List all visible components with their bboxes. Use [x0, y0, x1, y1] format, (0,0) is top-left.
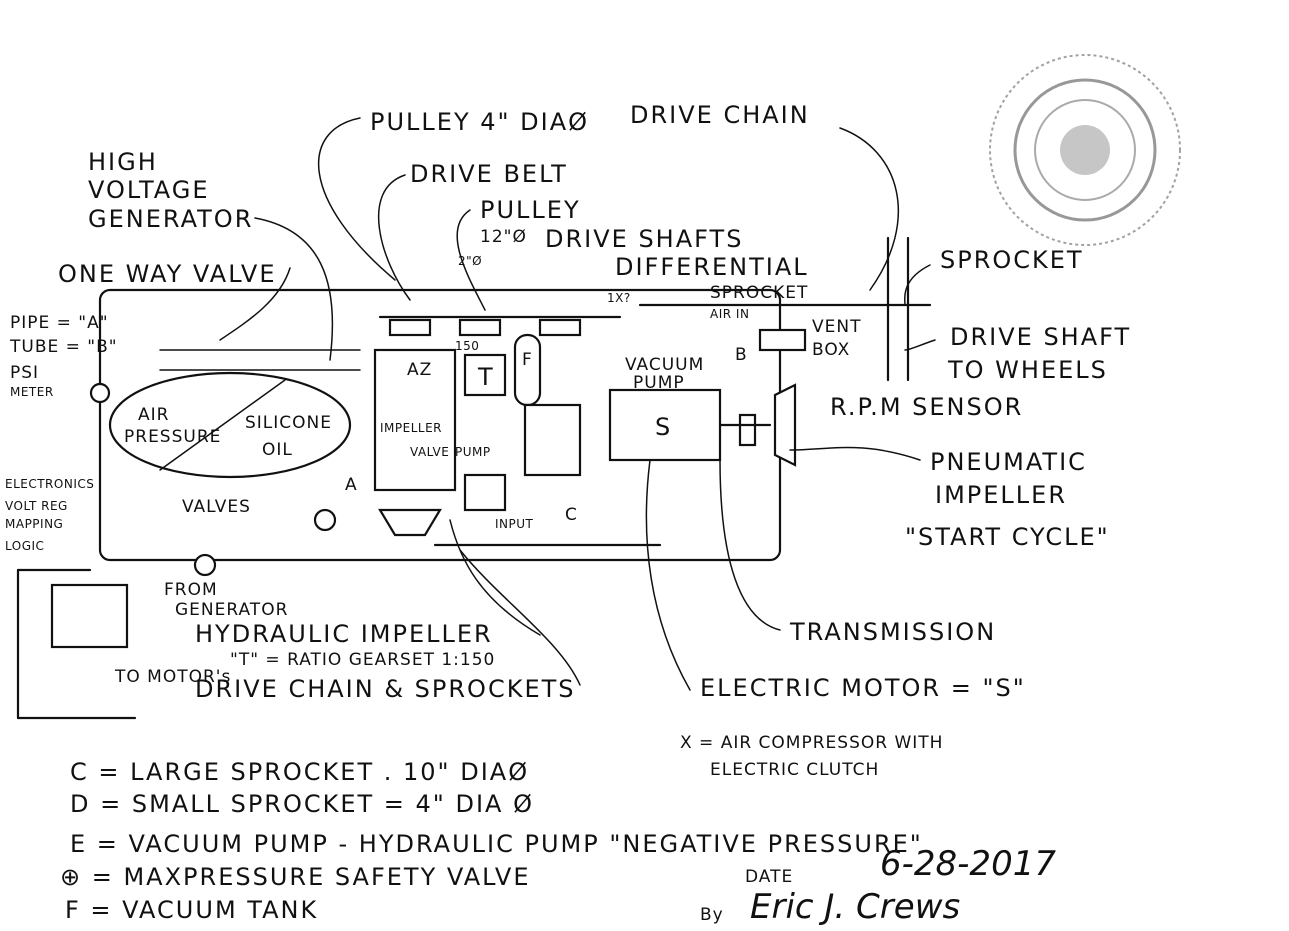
label-to-wheels: TO WHEELS [947, 356, 1108, 384]
label-pneumatic: PNEUMATIC [930, 448, 1087, 476]
label-pipe: PIPE = "A" [10, 313, 109, 333]
label-drive-chain-sprockets: DRIVE CHAIN & SPROCKETS [195, 675, 576, 703]
label-to-motors: TO MOTOR's [114, 667, 231, 687]
pressure-tank [108, 371, 352, 479]
label-transmission: TRANSMISSION [789, 618, 996, 646]
label-s: S [655, 413, 672, 441]
notary-seal-stamp [989, 54, 1181, 246]
label-pulley-12in: 12"Ø [480, 227, 527, 247]
label-vent: VENT [812, 317, 861, 337]
label-f: F [522, 350, 533, 370]
legend-c: C = LARGE SPROCKET . 10" DIAØ [70, 758, 529, 786]
legend-max-pressure: ⊕ = MAXPRESSURE SAFETY VALVE [60, 863, 531, 891]
label-b: B [735, 345, 748, 365]
drive-lines [16, 236, 932, 720]
label-drive-shaft: DRIVE SHAFT [950, 323, 1131, 351]
label-voltage: VOLTAGE [88, 176, 210, 204]
label-sprocket-right: SPROCKET [940, 246, 1084, 274]
date-label: DATE [745, 867, 793, 887]
label-drive-chain: DRIVE CHAIN [630, 101, 810, 129]
signature-name: Eric J. Crews [750, 887, 960, 927]
label-impeller-small: IMPELLER [380, 421, 442, 435]
label-pump-small: PUMP [455, 445, 491, 459]
vent-box [758, 328, 807, 352]
electric-motor-s [608, 388, 722, 462]
label-pressure: PRESSURE [124, 427, 221, 447]
label-electric-motor: ELECTRIC MOTOR = "S" [700, 674, 1026, 702]
label-pulley: PULLEY [480, 196, 581, 224]
legend: C = LARGE SPROCKET . 10" DIAØ D = SMALL … [60, 733, 943, 924]
pulley-box-1 [388, 318, 432, 337]
label-meter: METER [10, 385, 54, 399]
label-high: HIGH [88, 148, 158, 176]
differential-block [523, 403, 582, 477]
label-pump: PUMP [633, 373, 685, 393]
label-1x: 1X? [607, 291, 631, 305]
label-generator: GENERATOR [88, 205, 253, 233]
label-differential: DIFFERENTIAL [615, 253, 809, 281]
label-impeller: IMPELLER [935, 481, 1067, 509]
label-oil: OIL [262, 440, 293, 460]
ratio-gearset-t-upper [463, 353, 507, 397]
signature-block: DATE 6-28-2017 By Eric J. Crews [700, 844, 1056, 927]
legend-f: F = VACUUM TANK [65, 896, 318, 924]
label-mapping: MAPPING [5, 517, 63, 531]
label-rpm-sensor: R.P.M SENSOR [830, 393, 1023, 421]
label-logic: LOGIC [5, 539, 44, 553]
label-ratio-gearset: "T" = RATIO GEARSET 1:150 [230, 650, 495, 670]
label-input: INPUT [495, 517, 534, 531]
ratio-gearset-t-lower [463, 473, 507, 512]
label-valves: VALVES [182, 497, 251, 517]
label-box: BOX [812, 340, 850, 360]
label-one-way-valve: ONE WAY VALVE [58, 260, 277, 288]
battery-box [50, 583, 129, 649]
label-electronics: ELECTRONICS [5, 477, 94, 491]
pulley-box-3 [538, 318, 582, 337]
rpm-sensor-block [738, 413, 757, 447]
label-from: FROM [164, 580, 218, 600]
label-air: AIR [138, 405, 169, 425]
diagram-labels: HIGH VOLTAGE GENERATOR ONE WAY VALVE PIP… [5, 101, 1131, 703]
leader-lines [219, 117, 936, 691]
label-air-in: AIR IN [710, 307, 749, 321]
label-t: T [477, 363, 495, 391]
label-pulley-4in: PULLEY 4" DIAØ [370, 108, 589, 136]
label-start-cycle: "START CYCLE" [905, 523, 1110, 551]
label-silicone: SILICONE [245, 413, 332, 433]
label-drive-belt: DRIVE BELT [410, 160, 568, 188]
label-from-generator: GENERATOR [175, 600, 288, 620]
legend-x2: ELECTRIC CLUTCH [710, 760, 879, 780]
pulley-box-2 [458, 318, 502, 337]
label-psi: PSI [10, 363, 39, 383]
label-c: C [565, 505, 578, 525]
legend-d: D = SMALL SPROCKET = 4" DIA Ø [70, 790, 534, 818]
label-tube: TUBE = "B" [9, 337, 118, 357]
label-az: AZ [407, 360, 432, 380]
label-sprocket-small: SPROCKET [710, 283, 808, 303]
by-label: By [700, 905, 724, 925]
label-hydraulic-impeller: HYDRAULIC IMPELLER [195, 620, 493, 648]
label-a: A [345, 475, 358, 495]
label-drive-shafts: DRIVE SHAFTS [545, 225, 743, 253]
label-2in: 2"Ø [458, 254, 482, 268]
label-valve-small: VALVE [410, 445, 449, 459]
vacuum-tank-f [513, 333, 542, 407]
legend-x1: X = AIR COMPRESSOR WITH [680, 733, 943, 753]
label-150: 150 [455, 339, 479, 353]
hydraulic-impeller-block [373, 348, 457, 492]
legend-e: E = VACUUM PUMP - HYDRAULIC PUMP "NEGATI… [70, 830, 923, 858]
label-volt-reg: VOLT REG [5, 499, 68, 513]
date-value: 6-28-2017 [880, 844, 1056, 884]
label-vacuum: VACUUM [625, 355, 704, 375]
